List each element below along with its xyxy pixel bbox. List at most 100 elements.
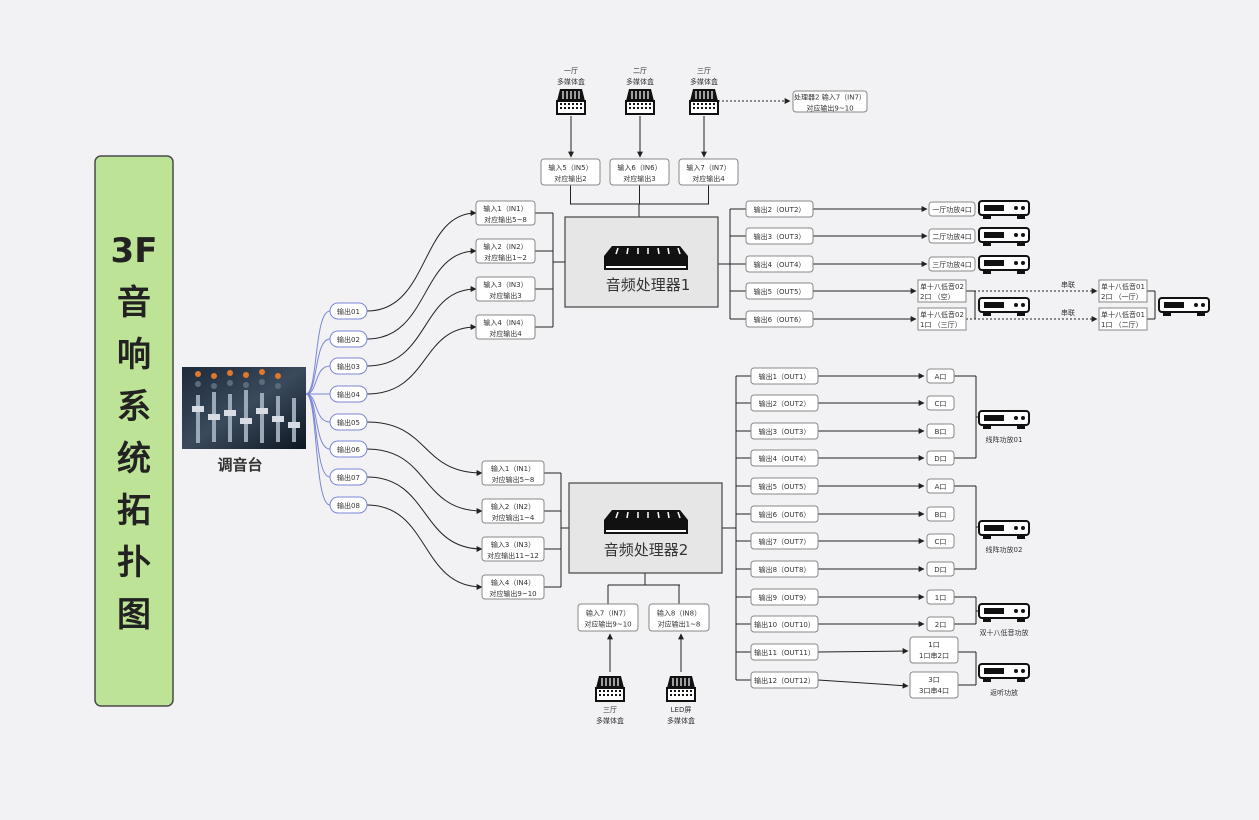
amp-port-label: 3口串4口 — [919, 687, 949, 695]
console-output-label: 输出08 — [337, 501, 360, 510]
amp-port-box — [926, 616, 955, 632]
p2-output-label: 输出5（OUT5） — [759, 482, 811, 491]
sub-port-label: 单十八低音02 — [920, 310, 964, 319]
console-output-pill — [329, 385, 368, 403]
p2-output-box — [750, 588, 819, 606]
p2-output-box — [750, 643, 819, 661]
amplifier-icon — [1158, 297, 1210, 317]
console-output-label: 输出04 — [337, 390, 360, 399]
p1-output-label: 输出6（OUT6） — [754, 315, 806, 324]
amp-port-label: B口 — [935, 428, 947, 436]
p1-top-input-box — [540, 158, 601, 186]
console-output-label: 输出03 — [337, 362, 360, 371]
title-panel — [94, 155, 174, 707]
p1-output-box — [745, 200, 814, 218]
amplifier-icon — [978, 410, 1030, 430]
amp-port-box — [928, 201, 976, 217]
amp-port-box — [926, 506, 955, 522]
p2-output-label: 输出6（OUT6） — [759, 510, 811, 519]
amplifier-icon — [978, 227, 1030, 247]
amp-port-label: 1口串2口 — [919, 652, 949, 660]
console-output-pill — [329, 468, 368, 486]
p2-input-box — [481, 460, 545, 486]
connector-lines — [305, 98, 1156, 689]
p1-top-input-box-line1: 输入6（IN6） — [617, 163, 661, 172]
p2-input-box-line2: 对应输出11~12 — [487, 551, 539, 560]
p2-input-box-line1: 输入4（IN4） — [491, 578, 535, 587]
sub-port-label: 单十八低音02 — [920, 282, 964, 291]
amplifier-icon — [978, 663, 1030, 683]
p1-input-box — [475, 314, 536, 340]
console-output-pill — [329, 330, 368, 348]
p2-in7-note — [792, 90, 868, 113]
media-box-label: 一厅 — [564, 67, 578, 75]
p1-input-box-line1: 输入2（IN2） — [483, 242, 527, 251]
sub-port-box — [1098, 307, 1148, 331]
amp-port-label: 二厅功放4口 — [932, 232, 971, 241]
p2-output-box — [750, 367, 819, 385]
amp-port-box — [926, 533, 955, 549]
p2-bottom-input-box-line1: 输入8（IN8） — [657, 609, 701, 618]
amplifier-label: 双十八低音功放 — [980, 628, 1029, 637]
p1-top-input-box-line2: 对应输出2 — [554, 174, 586, 183]
p2-output-label: 输出2（OUT2） — [759, 399, 811, 408]
console-output-label: 输出07 — [337, 473, 360, 482]
p2-bottom-input-box-line2: 对应输出9~10 — [584, 620, 631, 629]
console-output-pill — [329, 413, 368, 431]
p1-output-label: 输出4（OUT4） — [754, 260, 806, 269]
diagram-nodes: 输出01输出02输出03输出04输出05输出06输出07输出08输入1（IN1）… — [329, 67, 1210, 725]
p2-bottom-input-box — [577, 603, 639, 632]
p1-input-box-line2: 对应输出4 — [489, 329, 522, 338]
amp-port-box — [926, 589, 955, 605]
p1-output-label: 输出3（OUT3） — [754, 232, 806, 241]
amp-port-label: 2口 — [935, 621, 946, 629]
amp-port-label: 3口 — [928, 676, 939, 684]
processor2-label: 音频处理器2 — [604, 541, 689, 559]
p2-output-label: 输出9（OUT9） — [759, 593, 811, 602]
sub-port-box — [917, 279, 967, 303]
p2-input-box-line2: 对应输出1~4 — [492, 513, 535, 522]
console-to-p2-input — [366, 504, 483, 590]
media-box-icon — [625, 88, 655, 115]
sub-port-label: 2口 （空） — [920, 292, 955, 301]
media-box-label: 三厅 — [603, 706, 617, 714]
p2-input-box-line1: 输入2（IN2） — [491, 502, 535, 511]
media-box-icon — [689, 88, 719, 115]
amp-port-label: A口 — [935, 483, 947, 491]
p2-input-box-line2: 对应输出9~10 — [489, 589, 536, 598]
p1-input-box-line2: 对应输出1~2 — [484, 253, 527, 262]
amp-port-label: D口 — [934, 566, 946, 574]
processor2-icon — [604, 510, 688, 534]
p1-output-label: 输出2（OUT2） — [754, 205, 806, 214]
media-box-label: 二厅 — [633, 67, 647, 75]
sub-port-label: 1口 （二厅） — [1101, 321, 1143, 329]
p2-input-box-line2: 对应输出5~8 — [492, 475, 535, 484]
p1-input-box — [475, 276, 536, 302]
amplifier-label: 线阵功放02 — [986, 545, 1023, 554]
p2-output-label: 输出4（OUT4） — [759, 454, 811, 463]
p2-output-box — [750, 532, 819, 550]
p1-top-input-box — [609, 158, 670, 186]
media-box-icon — [595, 675, 625, 702]
amplifier-icon — [978, 297, 1030, 317]
p2-output-label: 输出1（OUT1） — [759, 372, 811, 381]
p2-input-box-line1: 输入1（IN1） — [491, 464, 535, 473]
p1-input-box — [475, 238, 536, 264]
p1-output-box — [745, 282, 814, 300]
p1-input-box — [475, 200, 536, 226]
p1-output-box — [745, 310, 814, 328]
p1-output-box — [745, 255, 814, 273]
console-to-p1-input — [366, 286, 477, 367]
processor1-label: 音频处理器1 — [606, 276, 691, 294]
amplifier-icon — [978, 520, 1030, 540]
console-label: 调音台 — [217, 456, 262, 474]
amp-port-box — [909, 671, 959, 699]
console-to-pill-link — [305, 365, 331, 395]
p2-output-box — [750, 505, 819, 523]
amp-port-label: C口 — [935, 538, 947, 546]
p2-output-box — [750, 477, 819, 495]
sub-port-box — [917, 307, 967, 331]
amp-port-box — [909, 636, 959, 664]
p2-input-box-line1: 输入3（IN3） — [491, 540, 535, 549]
p2-output-box — [750, 671, 819, 689]
